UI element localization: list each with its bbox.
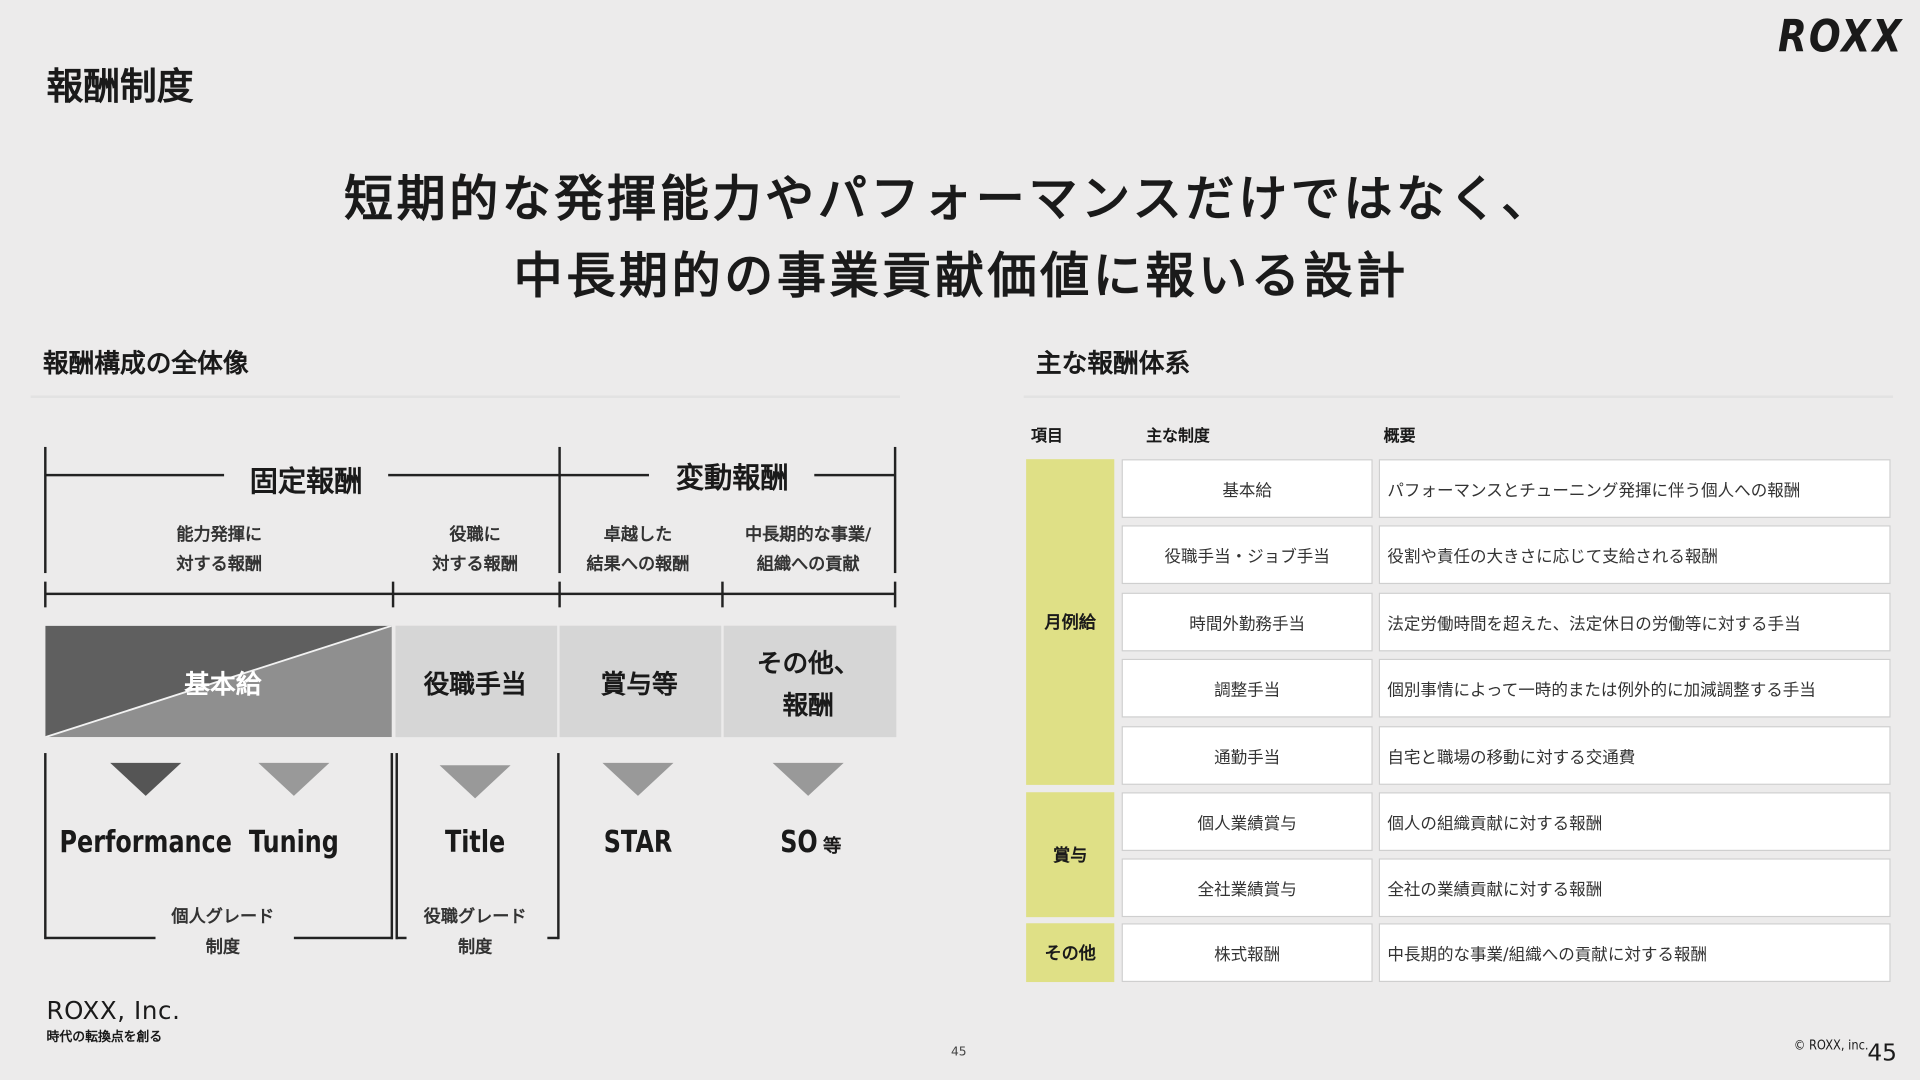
bracket-line (814, 473, 896, 476)
bonus-box (559, 625, 722, 738)
description: 役職に対する報酬 (432, 525, 518, 575)
page-title: 報酬制度 (46, 66, 194, 109)
column-header: 主な制度 (1146, 427, 1210, 446)
summary-cell: 自宅と職場の移動に対する交通費 (1378, 726, 1891, 785)
system-cell: 株式報酬 (1121, 923, 1373, 983)
bracket-line (388, 473, 560, 476)
column-header: 項目 (1031, 427, 1063, 446)
other-label: その他、報酬 (756, 648, 860, 721)
grade-bracket (293, 936, 394, 940)
bonus-label: 賞与等 (600, 669, 678, 700)
range-tick (391, 581, 395, 608)
summary-cell: 個別事情によって一時的または例外的に加減調整する手当 (1378, 658, 1891, 718)
description: 卓越した結果への報酬 (586, 525, 690, 575)
summary-cell: 役割や責任の大きさに応じて支給される報酬 (1378, 525, 1891, 585)
system-cell: 役職手当・ジョブ手当 (1121, 525, 1373, 585)
description: 能力発揮に対する報酬 (176, 525, 263, 575)
system-title: Title (444, 824, 506, 860)
grade-bracket (557, 753, 560, 940)
grade-bracket (45, 936, 156, 940)
range-tick (893, 581, 897, 608)
left-heading: 報酬構成の全体像 (42, 348, 249, 379)
footer-company: ROXX, Inc. (46, 995, 181, 1025)
right-heading: 主な報酬体系 (1035, 348, 1191, 379)
category-bonus: 賞与 (1026, 792, 1115, 918)
title-allowance-label: 役職手当 (423, 669, 527, 700)
bracket-line (558, 446, 561, 574)
category-monthly: 月例給 (1026, 459, 1115, 785)
headline-line1: 短期的な発揮能力やパフォーマンスだけではなく、 (343, 171, 1555, 228)
range-tick (558, 581, 561, 608)
summary-cell: 全社の業績貢献に対する報酬 (1378, 858, 1891, 918)
system-performance: Performance (59, 824, 232, 860)
system-cell: 調整手当 (1121, 658, 1373, 718)
range-tick (44, 581, 47, 608)
title-grade-label: 役職グレード制度 (423, 907, 527, 958)
other-box (723, 625, 897, 738)
arrow-down-icon (110, 762, 182, 796)
personal-grade-label: 個人グレード制度 (171, 907, 275, 958)
fixed-pay-label: 固定報酬 (249, 466, 363, 499)
grade-bracket (547, 936, 559, 940)
system-tuning: Tuning (248, 824, 339, 860)
system-cell: 通勤手当 (1121, 726, 1373, 785)
variable-pay-label: 変動報酬 (675, 462, 789, 495)
right-divider (1023, 395, 1894, 398)
roxx-logo: ROXX (1777, 12, 1904, 63)
description: 中長期的な事業/組織への貢献 (745, 525, 872, 575)
page-number-center: 45 (950, 1045, 967, 1060)
system-cell: 時間外勤務手当 (1121, 592, 1373, 652)
headline-line2: 中長期的の事業貢献価値に報いる設計 (513, 248, 1409, 305)
title-allowance-box (395, 625, 558, 738)
grade-bracket (395, 753, 398, 940)
arrow-down-icon (772, 762, 844, 796)
system-cell: 全社業績賞与 (1121, 858, 1373, 918)
grade-bracket (395, 936, 407, 940)
bracket-line (559, 473, 649, 476)
base-salary-box (45, 625, 392, 738)
arrow-down-icon (602, 762, 674, 796)
footer-tagline: 時代の転換点を創る (46, 1029, 163, 1045)
bracket-line (45, 473, 225, 476)
copyright: © ROXX, inc. (1793, 1037, 1869, 1054)
range-tick (721, 581, 724, 608)
system-cell: 個人業績賞与 (1121, 792, 1373, 852)
bracket-line (893, 446, 897, 574)
grade-bracket (390, 753, 394, 940)
range-line (45, 592, 896, 596)
system-cell: 基本給 (1121, 459, 1373, 518)
summary-cell: 中長期的な事業/組織への貢献に対する報酬 (1378, 923, 1891, 983)
category-other: その他 (1026, 923, 1115, 983)
page-number: 45 (1867, 1039, 1897, 1067)
left-divider (30, 395, 901, 398)
column-header: 概要 (1383, 427, 1416, 446)
summary-cell: パフォーマンスとチューニング発揮に伴う個人への報酬 (1378, 459, 1891, 518)
arrow-down-icon (258, 762, 330, 796)
system-star: STAR (603, 824, 673, 860)
summary-cell: 法定労働時間を超えた、法定休日の労働等に対する手当 (1378, 592, 1891, 652)
bracket-line (44, 446, 47, 574)
base-salary-label: 基本給 (184, 669, 262, 700)
arrow-down-icon (439, 765, 511, 799)
grade-bracket (44, 753, 47, 940)
summary-cell: 個人の組織貢献に対する報酬 (1378, 792, 1891, 852)
